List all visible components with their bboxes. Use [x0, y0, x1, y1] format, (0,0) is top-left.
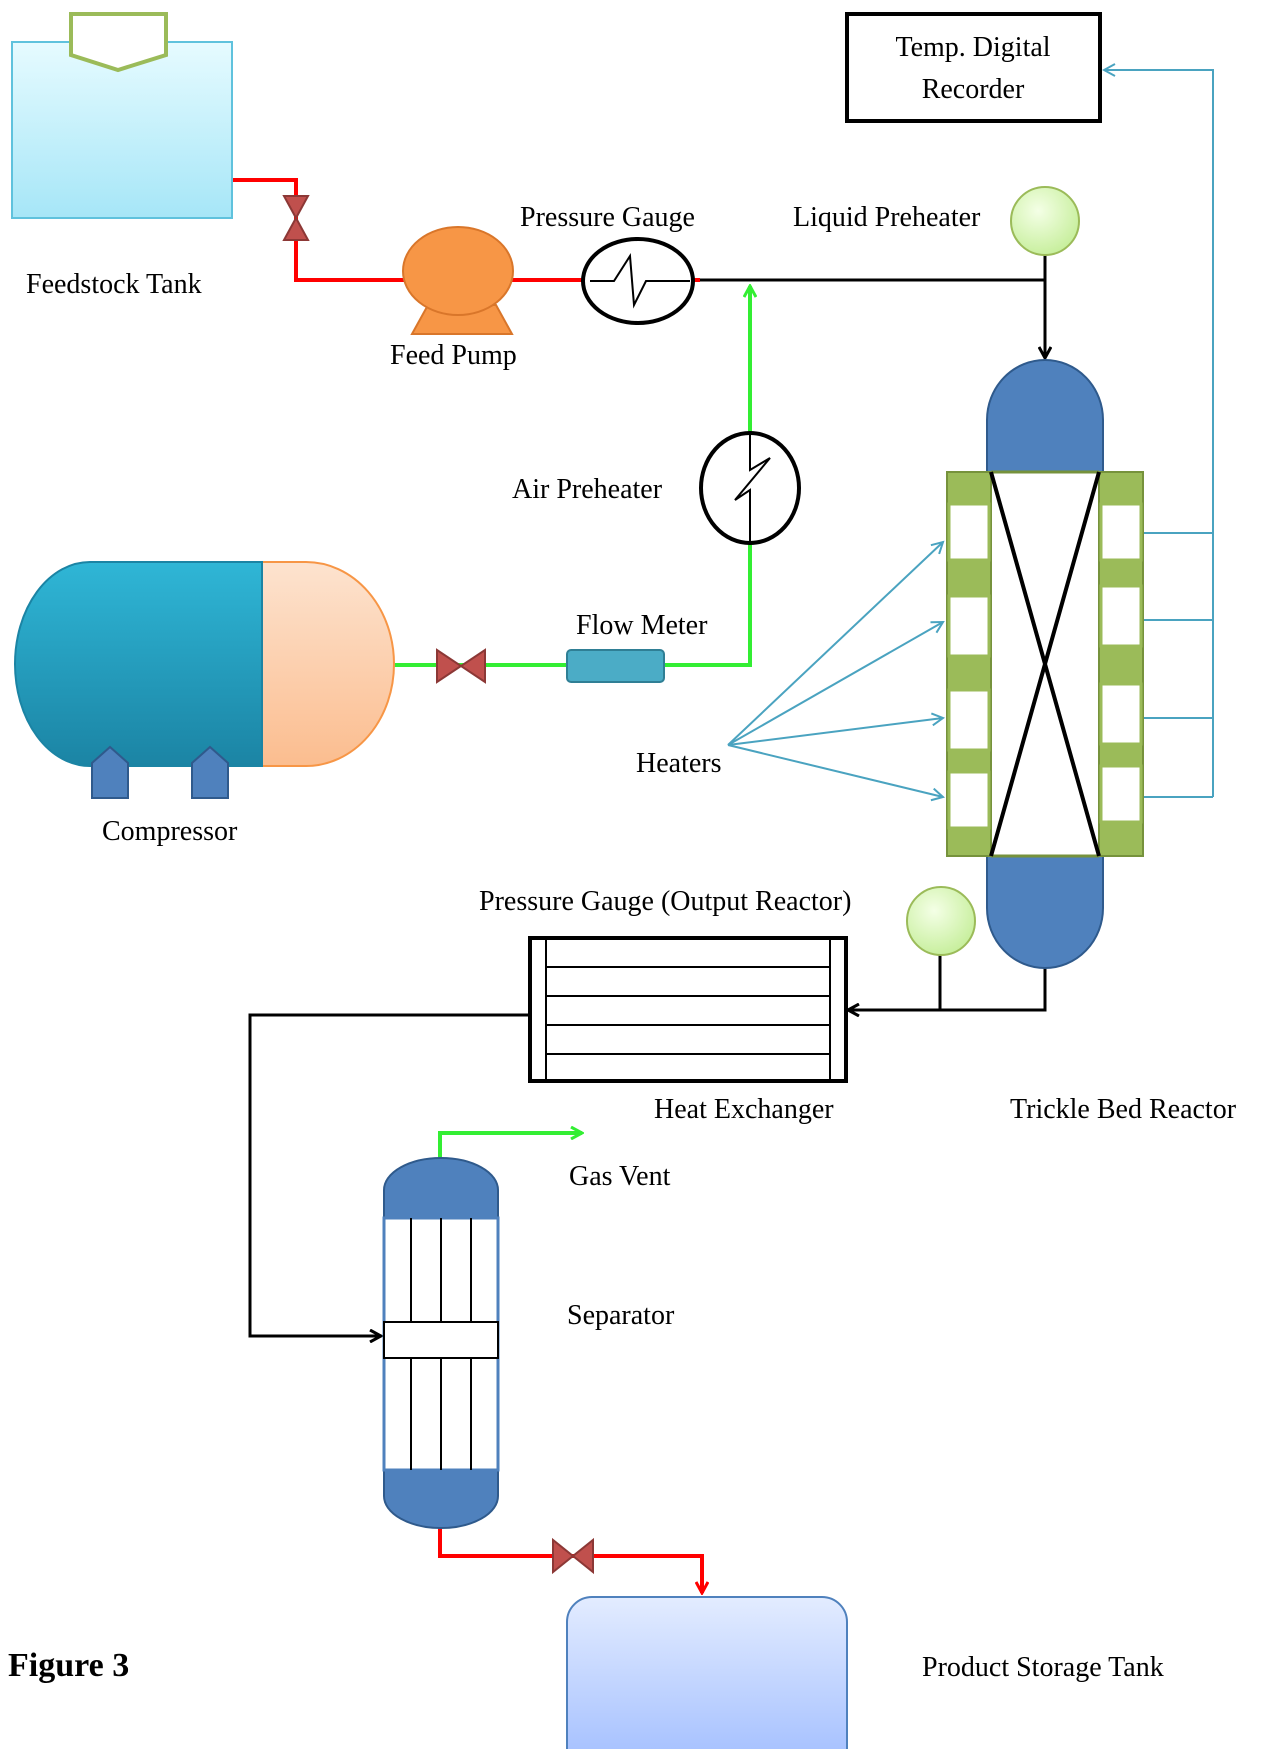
- trickle-bed-reactor-label: Trickle Bed Reactor: [1010, 1094, 1237, 1125]
- output-pressure-gauge-icon: [906, 886, 976, 956]
- compressor-icon: [14, 561, 395, 799]
- pressure-gauge-icon: [581, 237, 695, 325]
- gas-vent-line: [438, 1133, 582, 1160]
- heater-pointer-arrows: [727, 542, 943, 797]
- air-line: [393, 286, 750, 667]
- heater-elements: [947, 502, 1143, 830]
- product-storage-tank: [566, 1596, 848, 1749]
- separator-label: Separator: [567, 1300, 675, 1331]
- liquid-preheater-icon: [1010, 186, 1080, 256]
- signal-bus-line: [1104, 70, 1214, 797]
- heaters-label: Heaters: [636, 748, 722, 779]
- gas-vent-label: Gas Vent: [569, 1161, 671, 1192]
- product-line: [438, 1528, 702, 1593]
- feed-pump-icon: [402, 226, 514, 335]
- liquid-preheater-label: Liquid Preheater: [793, 202, 981, 233]
- feed-pump-label: Feed Pump: [390, 340, 517, 371]
- air-preheater-label: Air Preheater: [512, 474, 663, 505]
- separator-icon: [382, 1157, 500, 1529]
- air-preheater-icon: [699, 431, 801, 545]
- flow-meter-icon: [566, 649, 665, 683]
- temp-digital-recorder: Temp. Digital Recorder: [845, 12, 1102, 123]
- recorder-label-line2: Recorder: [922, 74, 1025, 105]
- air-valve-icon: [436, 648, 486, 684]
- product-valve-icon: [552, 1537, 594, 1575]
- output-pressure-gauge-label: Pressure Gauge (Output Reactor): [479, 886, 851, 917]
- feedstock-tank: [11, 12, 233, 219]
- feed-valve-icon: [282, 195, 310, 241]
- heat-exchanger-icon: [528, 936, 848, 1083]
- heat-exchanger-label: Heat Exchanger: [654, 1094, 834, 1125]
- flow-meter-label: Flow Meter: [576, 610, 708, 641]
- trickle-bed-reactor: [946, 359, 1144, 969]
- figure-caption: Figure 3: [8, 1647, 129, 1684]
- compressor-label: Compressor: [102, 816, 238, 847]
- pressure-gauge-label: Pressure Gauge: [520, 202, 695, 233]
- feedstock-tank-label: Feedstock Tank: [26, 269, 202, 300]
- reactor-outlet-line: [848, 960, 1047, 1010]
- exchanger-to-separator-line: [248, 1013, 530, 1336]
- product-storage-tank-label: Product Storage Tank: [922, 1652, 1164, 1683]
- recorder-label-line1: Temp. Digital: [895, 32, 1050, 63]
